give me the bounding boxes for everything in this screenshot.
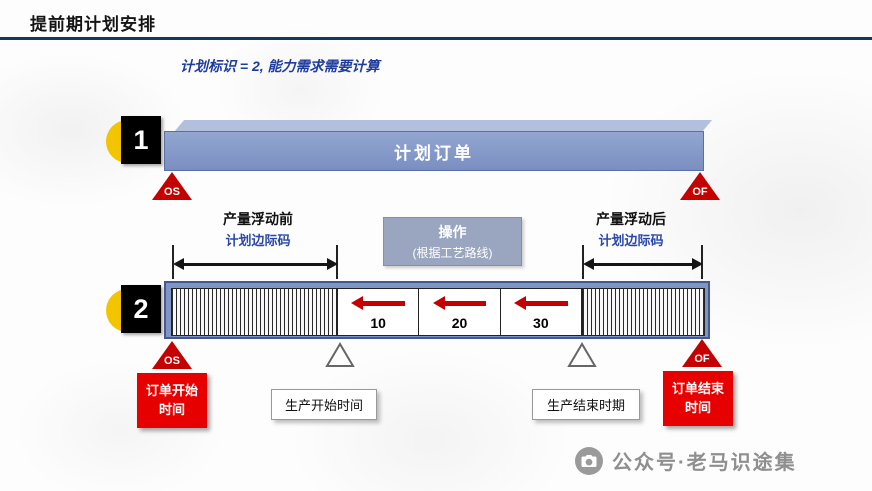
of-marker-bottom: OF: [682, 339, 722, 367]
arrow-right-head-icon: [327, 258, 338, 270]
operation-cells: 10 20 30: [337, 288, 582, 336]
step1-badge: 1: [106, 116, 164, 166]
os-marker-top: OS: [152, 172, 192, 200]
arrow-left-head-icon: [583, 258, 594, 270]
operation-subtitle: (根据工艺路线): [412, 246, 493, 260]
operation-cell-3: 30: [499, 289, 581, 335]
planned-order-label: 计划订单: [394, 143, 474, 163]
pre-float-range-arrow: [173, 257, 338, 271]
of-marker-top: OF: [680, 172, 720, 200]
arrow-shaft: [184, 262, 327, 266]
post-float-title: 产量浮动后: [596, 211, 666, 227]
arrow-left-head-icon: [173, 258, 184, 270]
operation-number-2: 20: [451, 315, 468, 331]
os-marker-bottom: OS: [152, 341, 192, 369]
production-start-marker-icon: [325, 342, 355, 367]
watermark: 公众号·老马识途集: [575, 446, 797, 475]
post-float-range-arrow: [583, 257, 703, 271]
arrow-shaft: [525, 300, 568, 306]
arrow-head: [432, 296, 445, 310]
arrow-shaft: [444, 300, 487, 306]
pre-float-hatch-region: [171, 288, 337, 336]
production-end-marker-icon: [567, 342, 597, 367]
os-marker-top-label: OS: [164, 186, 180, 198]
production-end-time-label: 生产结束时期: [532, 389, 640, 420]
step1-badge-number: 1: [121, 116, 161, 164]
arrow-shaft: [363, 300, 406, 306]
of-marker-bottom-label: OF: [694, 353, 710, 365]
left-arrow-icon: [338, 293, 418, 313]
schedule-bar: 10 20 30: [164, 281, 710, 339]
step2-badge: 2: [106, 285, 164, 335]
header-divider: [0, 37, 872, 40]
order-end-time-label: 订单结束时间: [663, 371, 733, 426]
left-arrow-icon: [419, 293, 499, 313]
of-marker-top-label: OF: [692, 186, 708, 198]
post-float-hatch-region: [582, 288, 705, 336]
operation-cell-1: 10: [338, 289, 418, 335]
os-marker-bottom-label: OS: [164, 355, 180, 367]
operation-cell-2: 20: [418, 289, 499, 335]
camera-icon: [575, 446, 603, 475]
arrow-right-head-icon: [692, 258, 703, 270]
operation-title: 操作: [438, 224, 467, 240]
post-float-subtitle: 计划边际码: [598, 233, 664, 248]
watermark-text: 公众号·老马识途集: [612, 452, 797, 474]
operation-number-3: 30: [533, 315, 549, 331]
arrow-shaft: [594, 262, 692, 266]
pre-float-title: 产量浮动前: [223, 211, 293, 227]
planned-order-bar-face: 计划订单: [164, 131, 704, 171]
step2-badge-number: 2: [121, 285, 161, 333]
pre-float-subtitle: 计划边际码: [225, 233, 291, 248]
planned-order-bar: 计划订单: [164, 120, 713, 172]
production-start-time-label: 生产开始时间: [271, 389, 377, 420]
order-start-time-label: 订单开始时间: [137, 373, 207, 428]
operation-number-1: 10: [370, 315, 386, 331]
subtitle-formula: 计划标识 = 2, 能力需求需要计算: [180, 58, 380, 74]
page-title: 提前期计划安排: [30, 15, 156, 34]
arrow-head: [351, 296, 364, 310]
operation-box: 操作 (根据工艺路线): [383, 217, 522, 266]
arrow-head: [513, 296, 526, 310]
left-arrow-icon: [501, 293, 581, 313]
